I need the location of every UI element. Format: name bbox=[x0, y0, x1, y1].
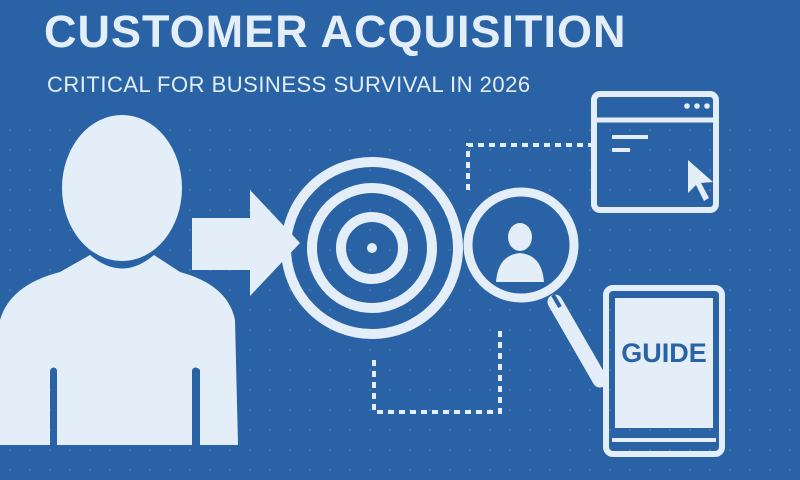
cursor-icon bbox=[688, 160, 713, 201]
dotted-connector bbox=[372, 143, 592, 414]
page-title: CUSTOMER ACQUISITION bbox=[44, 6, 627, 57]
page-subtitle: CRITICAL FOR BUSINESS SURVIVAL IN 2026 bbox=[47, 72, 531, 97]
guide-label: GUIDE bbox=[621, 338, 707, 368]
magnifier-user-icon bbox=[463, 187, 608, 388]
arrow-right-icon bbox=[192, 190, 300, 296]
person-icon bbox=[0, 115, 238, 445]
tablet-guide-icon: GUIDE bbox=[603, 285, 725, 457]
target-icon bbox=[281, 157, 463, 339]
browser-window-icon bbox=[591, 91, 719, 213]
